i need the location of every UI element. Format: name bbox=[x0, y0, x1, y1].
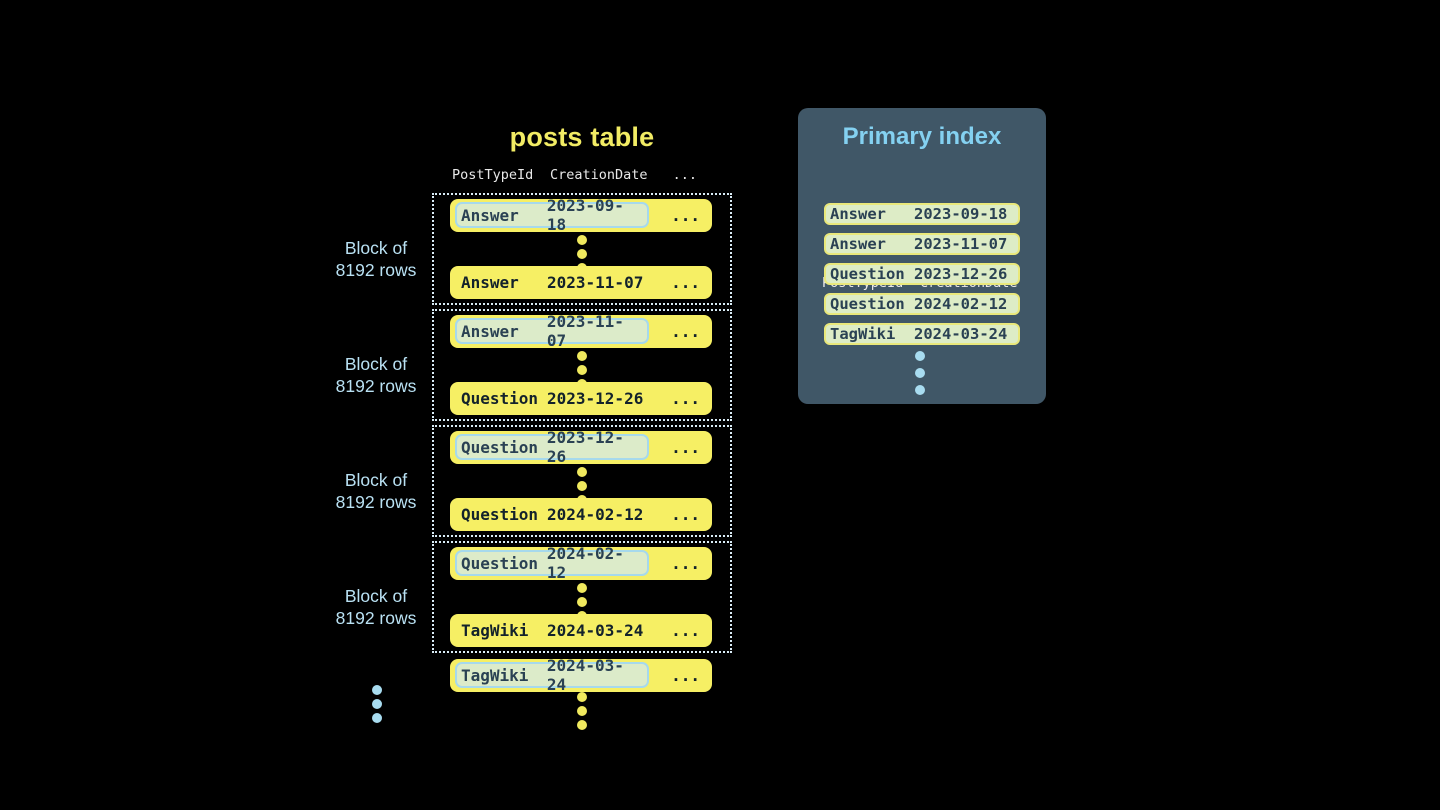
index-entry: Question 2023-12-26 bbox=[824, 263, 1020, 285]
index-entry: Answer 2023-11-07 bbox=[824, 233, 1020, 255]
table-continues-dot bbox=[577, 706, 587, 716]
row-block-3: Question 2023-12-26 ... Question 2024-02… bbox=[432, 425, 732, 537]
table-row: Answer 2023-11-07 ... bbox=[450, 312, 712, 350]
cell-posttypeid: Question bbox=[830, 295, 905, 313]
table-row: Answer 2023-11-07 ... bbox=[450, 266, 712, 299]
cell-creationdate: 2023-09-18 bbox=[914, 205, 1008, 223]
posts-table-title: posts table bbox=[509, 122, 655, 152]
index-continues-dot bbox=[915, 351, 925, 361]
row-ellipsis: ... bbox=[671, 438, 700, 457]
cell-posttypeid: Question bbox=[461, 437, 539, 457]
table-row: Answer 2023-09-18 ... bbox=[450, 196, 712, 234]
cell-posttypeid: TagWiki bbox=[830, 325, 896, 343]
row-ellipsis: ... bbox=[671, 505, 700, 524]
cell-creationdate: 2024-02-12 bbox=[547, 505, 644, 524]
row-ellipsis: ... bbox=[671, 554, 700, 573]
omitted-rows-dot bbox=[577, 365, 587, 375]
cell-creationdate: 2024-03-24 bbox=[914, 325, 1008, 343]
table-row: TagWiki 2024-03-24 ... bbox=[450, 614, 712, 647]
index-mark-highlight: Answer 2023-09-18 bbox=[455, 196, 649, 234]
cell-creationdate: 2023-12-26 bbox=[546, 428, 624, 466]
table-row: Question 2023-12-26 ... bbox=[450, 382, 712, 415]
table-row: TagWiki 2024-03-24 ... bbox=[450, 656, 712, 694]
cell-posttypeid: Answer bbox=[830, 235, 886, 253]
cell-posttypeid: Question bbox=[461, 389, 539, 408]
primary-index-panel: Primary index PostTypeId CreationDate An… bbox=[798, 108, 1046, 404]
block-label-4: Block of 8192 rows bbox=[335, 586, 417, 628]
table-continues-dot bbox=[577, 720, 587, 730]
column-header-posttypeid: PostTypeId bbox=[452, 167, 534, 183]
omitted-rows-dot bbox=[577, 583, 587, 593]
omitted-rows-dot bbox=[577, 467, 587, 477]
blocks-continue-dot bbox=[372, 685, 382, 695]
index-continues-dot bbox=[915, 368, 925, 378]
index-entry: TagWiki 2024-03-24 bbox=[824, 323, 1020, 345]
row-ellipsis: ... bbox=[671, 621, 700, 640]
posts-table-column-headers: PostTypeId CreationDate ... bbox=[452, 167, 697, 183]
cell-creationdate: 2024-02-12 bbox=[546, 544, 624, 582]
cell-creationdate: 2023-12-26 bbox=[547, 389, 644, 408]
row-ellipsis: ... bbox=[671, 666, 700, 685]
cell-creationdate: 2023-09-18 bbox=[546, 196, 624, 234]
index-mark-highlight: TagWiki 2024-03-24 bbox=[455, 656, 649, 694]
omitted-rows-dot bbox=[577, 249, 587, 259]
table-row: Question 2024-02-12 ... bbox=[450, 544, 712, 582]
blocks-continue-dot bbox=[372, 713, 382, 723]
table-continues-dot bbox=[577, 692, 587, 702]
row-ellipsis: ... bbox=[671, 389, 700, 408]
table-row: Question 2023-12-26 ... bbox=[450, 428, 712, 466]
row-block-1: Answer 2023-09-18 ... Answer 2023-11-07 … bbox=[432, 193, 732, 305]
cell-posttypeid: Question bbox=[830, 265, 905, 283]
index-continues-dot bbox=[915, 385, 925, 395]
cell-posttypeid: Answer bbox=[461, 321, 519, 341]
column-header-creationdate: CreationDate bbox=[550, 167, 648, 183]
index-mark-highlight: Question 2023-12-26 bbox=[455, 428, 649, 466]
omitted-rows-dot bbox=[577, 235, 587, 245]
cell-creationdate: 2023-11-07 bbox=[546, 312, 624, 350]
index-entry: Answer 2023-09-18 bbox=[824, 203, 1020, 225]
row-ellipsis: ... bbox=[671, 322, 700, 341]
primary-index-title: Primary index bbox=[842, 123, 1002, 150]
row-ellipsis: ... bbox=[671, 273, 700, 292]
cell-posttypeid: TagWiki bbox=[461, 621, 529, 640]
row-ellipsis: ... bbox=[671, 206, 700, 225]
row-block-4: Question 2024-02-12 ... TagWiki 2024-03-… bbox=[432, 541, 732, 653]
cell-creationdate: 2023-11-07 bbox=[547, 273, 644, 292]
cell-posttypeid: Question bbox=[461, 505, 539, 524]
table-row: Question 2024-02-12 ... bbox=[450, 498, 712, 531]
omitted-rows-dot bbox=[577, 481, 587, 491]
index-mark-highlight: Question 2024-02-12 bbox=[455, 544, 649, 582]
cell-creationdate: 2023-12-26 bbox=[914, 265, 1008, 283]
cell-creationdate: 2024-02-12 bbox=[914, 295, 1008, 313]
column-header-ellipsis: ... bbox=[672, 167, 697, 183]
row-block-2: Answer 2023-11-07 ... Question 2023-12-2… bbox=[432, 309, 732, 421]
index-mark-highlight: Answer 2023-11-07 bbox=[455, 312, 649, 350]
omitted-rows-dot bbox=[577, 597, 587, 607]
block-label-1: Block of 8192 rows bbox=[335, 238, 417, 280]
cell-creationdate: 2024-03-24 bbox=[546, 656, 624, 694]
cell-posttypeid: Question bbox=[461, 553, 539, 573]
omitted-rows-dot bbox=[577, 351, 587, 361]
cell-creationdate: 2023-11-07 bbox=[914, 235, 1008, 253]
cell-creationdate: 2024-03-24 bbox=[547, 621, 644, 640]
block-label-2: Block of 8192 rows bbox=[335, 354, 417, 396]
blocks-continue-dot bbox=[372, 699, 382, 709]
index-entry: Question 2024-02-12 bbox=[824, 293, 1020, 315]
cell-posttypeid: TagWiki bbox=[461, 665, 529, 685]
cell-posttypeid: Answer bbox=[461, 273, 519, 292]
cell-posttypeid: Answer bbox=[461, 205, 519, 225]
block-label-3: Block of 8192 rows bbox=[335, 470, 417, 512]
cell-posttypeid: Answer bbox=[830, 205, 886, 223]
